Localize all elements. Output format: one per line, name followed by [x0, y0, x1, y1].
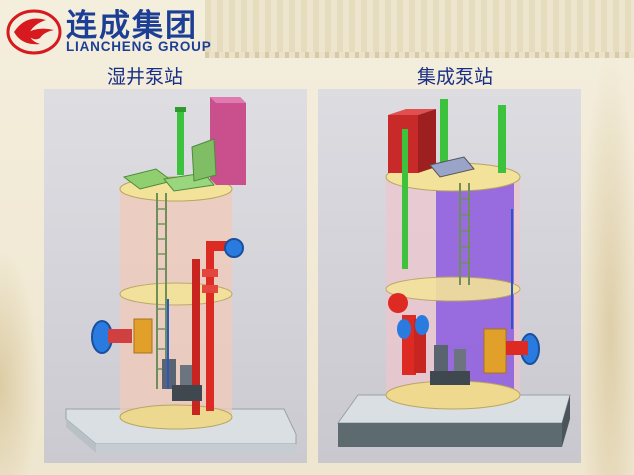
logo-mark-icon — [6, 9, 62, 55]
decorative-border-band — [205, 0, 634, 58]
decorative-corner-right — [574, 0, 634, 475]
integrated-pump-station-illustration — [337, 99, 571, 447]
logo-chinese-name: 连成集团 — [66, 8, 198, 44]
logo-english-name: LIANCHENG GROUP — [66, 39, 212, 54]
integrated-caption: 集成泵站 — [417, 66, 494, 88]
integrated-panel — [318, 89, 581, 463]
decorative-corner-left — [0, 250, 40, 475]
wet-well-panel — [44, 89, 307, 463]
company-logo: 连成集团 LIANCHENG GROUP — [6, 2, 216, 58]
wet-well-pump-station-illustration — [65, 97, 297, 453]
wet-well-caption: 湿井泵站 — [107, 66, 184, 88]
